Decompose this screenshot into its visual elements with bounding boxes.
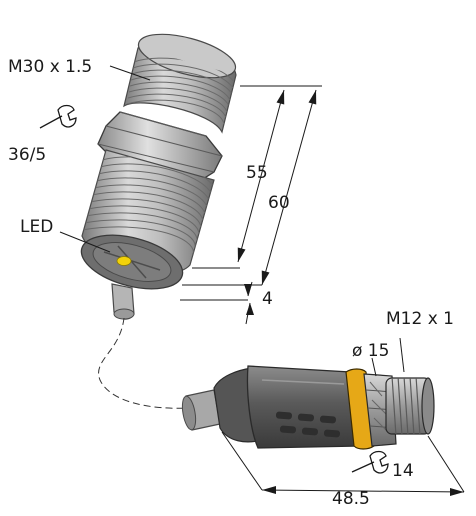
label-sensor-wrench: 36/5 bbox=[8, 145, 46, 165]
sensor-top-face bbox=[137, 33, 237, 79]
label-sensor-thread: M30 x 1.5 bbox=[8, 57, 92, 77]
connector-thread-lines bbox=[391, 378, 421, 434]
leader-d15 bbox=[371, 357, 377, 377]
wrench-icon bbox=[351, 450, 389, 474]
wrench-icon bbox=[39, 104, 77, 129]
cable-dashed-line bbox=[98, 317, 191, 409]
connector-body bbox=[181, 365, 435, 450]
leader-led bbox=[59, 231, 111, 253]
sensor-lower-thread-lines bbox=[82, 156, 214, 257]
label-dim-4: 4 bbox=[262, 289, 273, 309]
connector-grip bbox=[246, 365, 361, 449]
leader-thread bbox=[109, 65, 151, 81]
dimension-arrows bbox=[237, 90, 464, 496]
label-led: LED bbox=[20, 217, 53, 237]
connector-grip-slots bbox=[275, 411, 340, 438]
label-dim-55: 55 bbox=[246, 163, 268, 183]
label-connector-diameter: ø 15 bbox=[352, 341, 389, 361]
leader-m12 bbox=[399, 337, 405, 373]
label-connector-length: 48.5 bbox=[332, 489, 370, 509]
sensor-body bbox=[80, 33, 237, 320]
led-indicator bbox=[116, 256, 132, 266]
label-dim-60: 60 bbox=[268, 193, 290, 213]
label-connector-thread: M12 x 1 bbox=[386, 309, 454, 329]
label-connector-wrench: 14 bbox=[392, 461, 414, 481]
connector-end-face bbox=[421, 377, 435, 435]
